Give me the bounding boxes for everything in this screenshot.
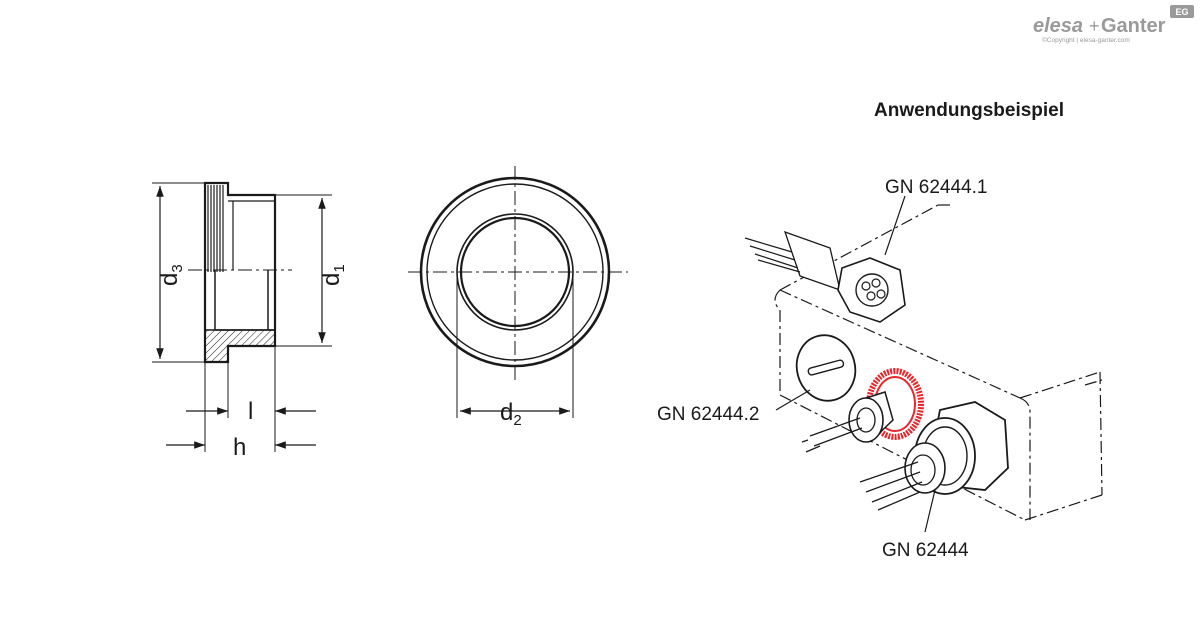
large-gland-hole: [910, 454, 936, 486]
logo-copyright: ©Copyright | elesa-ganter.com: [1042, 36, 1130, 44]
mid-wire-2: [813, 427, 863, 447]
leader-gn-62444-2: [775, 389, 811, 411]
side-section-view: [152, 181, 332, 452]
mid-wire-4: [801, 439, 809, 443]
top-gland-body-left: [783, 230, 841, 292]
plug-slot: [807, 359, 845, 376]
leader-gn-62444-1: [884, 195, 906, 256]
box-top-front-edge: [779, 289, 1021, 399]
leader-gn-62444: [924, 489, 936, 533]
application-example-heading: Anwendungsbeispiel: [874, 100, 1064, 121]
logo-badge-text: EG: [1175, 7, 1188, 17]
label-h: h: [233, 434, 246, 461]
large-wire-2: [865, 471, 921, 493]
mid-wire-3: [805, 445, 821, 453]
inner-bore: [459, 216, 571, 328]
large-wire-3: [871, 481, 923, 503]
label-d3: d3: [156, 264, 186, 286]
top-gland-hole-2: [871, 278, 881, 288]
knurl-pattern: [207, 185, 224, 272]
top-gland-hole-4: [876, 289, 886, 299]
logo-badge: [1170, 5, 1194, 18]
box-corner: [774, 289, 781, 311]
logo-left-text: elesa: [1033, 15, 1083, 37]
outer-ring-outline: [419, 176, 611, 368]
box-right-top-edge: [1084, 379, 1103, 386]
large-cable-gland: [859, 401, 1009, 511]
box-bottom-right-edge: [1024, 494, 1103, 521]
application-example: [744, 195, 1103, 533]
top-cable-gland: [744, 230, 906, 323]
label-gn-62444-1: GN 62444.1: [885, 177, 987, 198]
label-d1: d1: [318, 264, 348, 286]
mid-gland-hole: [856, 407, 876, 433]
logo-right-text: Ganter: [1101, 15, 1166, 37]
front-view: [408, 166, 628, 418]
logo-plus-text: +: [1089, 16, 1100, 36]
label-gn-62444: GN 62444: [882, 540, 969, 561]
top-wire-2: [749, 245, 796, 261]
mid-gland-face: [848, 397, 884, 443]
middle-cable-gland: [801, 391, 894, 453]
mid-wire-1: [809, 417, 861, 437]
label-l: l: [248, 398, 253, 425]
top-wire-3: [754, 253, 799, 269]
box-back-right-edge: [1099, 371, 1103, 496]
box-front-right-edge: [1019, 397, 1031, 520]
large-wire-1: [859, 461, 919, 483]
top-gland-hole-1: [861, 281, 871, 291]
box-top-right-edge: [1019, 371, 1101, 399]
large-wire-4: [877, 491, 921, 511]
top-wire-4: [757, 259, 801, 273]
label-d2: d2: [500, 399, 522, 429]
top-gland-hole-3: [866, 291, 876, 301]
top-wire-1: [744, 237, 793, 253]
brand-logo: elesa + Ganter EG ©Copyright | elesa-gan…: [1033, 5, 1194, 44]
label-gn-62444-2: GN 62444.2: [657, 404, 759, 425]
outer-ring-inner-edge: [426, 183, 604, 361]
blanking-plug: [795, 334, 857, 402]
